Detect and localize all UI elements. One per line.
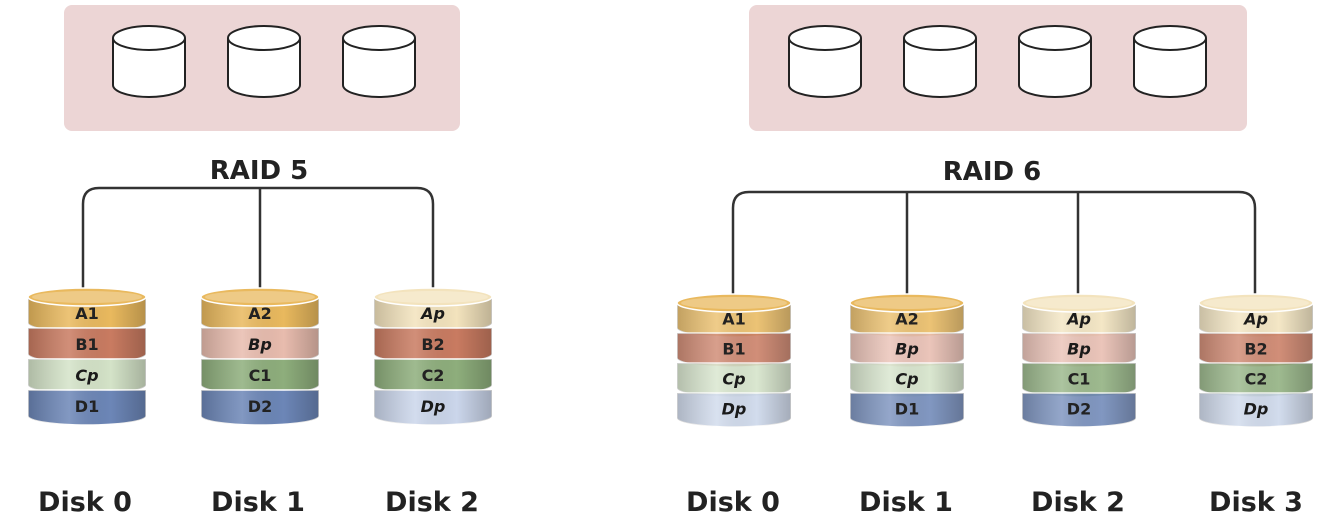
block-dp: Dp [1198,392,1314,428]
block-ap: Ap [1198,293,1314,338]
block-ap: Ap [373,287,493,333]
block-label: B1 [722,340,745,359]
raid6-title: RAID 6 [943,157,1042,187]
block-label: A2 [248,304,272,323]
block-label: Dp [1244,400,1269,419]
raid6-connector [731,190,1257,296]
block-ap: Ap [1021,293,1137,338]
block-c2: C2 [373,358,493,395]
disk-stacks: A1B1CpD1A2BpC1D2ApB2C2DpA1B1CpDpA2BpCpD1… [27,287,1314,428]
block-label: Ap [1065,310,1091,329]
block-label: Dp [722,400,747,419]
disk-icon [227,25,301,98]
block-label: A2 [895,310,919,329]
block-c1: C1 [200,358,320,395]
disk-icon [903,25,977,98]
block-label: D2 [1067,400,1091,419]
block-a2: A2 [849,293,965,338]
block-b1: B1 [676,332,792,368]
block-b1: B1 [27,327,147,364]
block-b2: B2 [373,327,493,364]
block-dp: Dp [373,389,493,426]
block-label: Ap [1242,310,1268,329]
raid5-disk-2-label: Disk 2 [385,487,479,518]
raid6-disk-2-label: Disk 2 [1031,487,1125,518]
block-b2: B2 [1198,332,1314,368]
block-c2: C2 [1198,362,1314,398]
block-label: B2 [421,335,444,354]
block-bp: Bp [849,332,965,368]
raid6-disk-1-label: Disk 1 [859,487,953,518]
block-label: A1 [722,310,746,329]
block-label: B2 [1244,340,1267,359]
block-dp: Dp [676,392,792,428]
block-a1: A1 [676,293,792,338]
raid5-connector [81,186,435,290]
panel-background [749,5,1247,131]
raid5-disk-1-label: Disk 1 [211,487,305,518]
connector-lines [81,186,1257,296]
block-label: Ap [419,304,445,323]
block-label: Cp [75,366,98,385]
block-label: Dp [421,397,446,416]
block-label: Cp [722,370,745,389]
block-label: D1 [75,397,99,416]
block-label: D1 [895,400,919,419]
raid5-disk-panel [64,5,460,131]
block-label: Bp [1067,340,1091,359]
raid5-disk-0-label: Disk 0 [38,487,132,518]
raid5-title: RAID 5 [210,156,309,186]
block-cp: Cp [27,358,147,395]
block-label: B1 [75,335,98,354]
block-label: Bp [895,340,919,359]
block-label: C2 [422,366,445,385]
block-label: Cp [895,370,918,389]
block-d2: D2 [1021,392,1137,428]
block-label: C1 [1068,370,1091,389]
block-d2: D2 [200,389,320,426]
block-label: C1 [249,366,272,385]
raid6-disk-panel [749,5,1247,131]
block-bp: Bp [1021,332,1137,368]
block-d1: D1 [27,389,147,426]
disk-icon [112,25,186,98]
raid6-disk-3-label: Disk 3 [1209,487,1303,518]
raid6-disk-0-label: Disk 0 [686,487,780,518]
block-label: C2 [1245,370,1268,389]
block-d1: D1 [849,392,965,428]
block-label: D2 [248,397,272,416]
block-label: A1 [75,304,99,323]
disk-icon [788,25,862,98]
block-cp: Cp [676,362,792,398]
disk-icon [342,25,416,98]
block-label: Bp [248,335,272,354]
block-bp: Bp [200,327,320,364]
block-c1: C1 [1021,362,1137,398]
block-a2: A2 [200,287,320,333]
disk-icon [1133,25,1207,98]
block-cp: Cp [849,362,965,398]
disk-icon [1018,25,1092,98]
block-a1: A1 [27,287,147,333]
